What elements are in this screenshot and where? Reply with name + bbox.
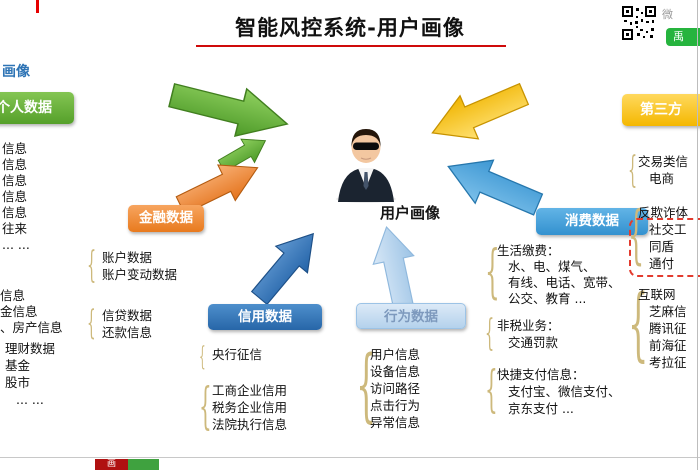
list-item: 账户数据 (102, 250, 153, 265)
list-item: 设备信息 (370, 364, 421, 379)
list-item: 信息 (2, 173, 28, 188)
brace-connector (485, 316, 494, 352)
list-item: 电商 (649, 171, 675, 186)
node-financial-data: 金融数据 (128, 205, 204, 232)
list-item: 信息 (2, 141, 28, 156)
list-item: 点击行为 (370, 398, 421, 413)
brace-connector (199, 381, 212, 431)
list-item: 考拉征 (649, 355, 687, 370)
list-item: 互联网 (638, 287, 676, 302)
behavior-arrow (372, 225, 415, 312)
list-item: 访问路径 (370, 381, 421, 396)
thirdparty-list-2: 反欺诈体 社交工 同盾 通付 (638, 204, 688, 272)
list-item: 央行征信 (212, 347, 263, 362)
brace-connector (87, 306, 96, 340)
list-item: 金信息 (0, 304, 38, 319)
brace-connector (199, 344, 206, 370)
node-thirdparty-data: 第三方 (622, 94, 700, 126)
credit-list-1: 央行征信 (212, 346, 262, 363)
brace-connector (87, 248, 96, 284)
list-item: ... ... (2, 237, 30, 252)
list-group-title: 生活缴费： (497, 243, 560, 258)
list-item: 京东支付 ... (508, 401, 574, 416)
list-item: 账户变动数据 (102, 267, 178, 282)
personal-list-bottom: 理财数据 基金 股市 ... ... (5, 340, 55, 408)
title-underline (196, 45, 506, 47)
list-item: 税务企业信用 (212, 400, 288, 415)
list-item: 交易类信 (638, 154, 689, 169)
user-profile-person-icon (336, 129, 396, 203)
list-item: 芝麻信 (649, 304, 687, 319)
thirdparty-arrow (431, 82, 530, 140)
slide-right-border (697, 0, 698, 470)
list-item: 交通罚款 (508, 335, 559, 350)
list-item: 通付 (649, 256, 675, 271)
list-item: 支付宝、微信支付、 (508, 384, 621, 399)
personal-arrow (168, 83, 289, 137)
red-tick-marker (36, 0, 39, 13)
slide-tab-label: 画像 (2, 64, 30, 80)
footer-red-chip: 画 (95, 459, 128, 470)
node-credit-data: 信用数据 (208, 304, 322, 330)
list-item: 有线、电话、宽带、 (508, 275, 621, 290)
list-group-title: 非税业务： (497, 318, 560, 333)
list-item: 理财数据 (5, 341, 56, 356)
list-item: 同盾 (649, 239, 675, 254)
consumption-list-3: 快捷支付信息： 支付宝、微信支付、 京东支付 ... (497, 366, 621, 417)
list-item: 信息 (2, 205, 28, 220)
consumption-list-1: 生活缴费： 水、电、煤气、 有线、电话、宽带、 公交、教育 ... (497, 243, 621, 307)
brace-connector (628, 153, 637, 189)
node-behavior-data: 行为数据 (356, 303, 466, 329)
list-item: 用户信息 (370, 347, 421, 362)
list-item: 腾讯征 (649, 321, 687, 336)
personal-list-mid: 信息 金信息 、房产信息 (0, 288, 63, 336)
list-item: 水、电、煤气、 (508, 259, 596, 274)
list-item: 基金 (5, 358, 31, 373)
share-badge-button[interactable]: 禹 (666, 28, 700, 46)
center-label: 用户画像 (379, 204, 440, 222)
brace-connector (485, 364, 498, 414)
list-item: 异常信息 (370, 415, 421, 430)
financial-list-2: 信贷数据 还款信息 (102, 307, 152, 341)
list-item: 反欺诈体 (638, 205, 689, 220)
consumption-arrow (447, 159, 544, 216)
financial-list-1: 账户数据 账户变动数据 (102, 249, 177, 283)
list-item: 信贷数据 (102, 308, 153, 323)
credit-list-2: 工商企业信用 税务企业信用 法院执行信息 (212, 382, 287, 433)
list-item: 信息 (0, 288, 26, 303)
credit-arrow (250, 232, 314, 306)
thirdparty-list-3: 互联网 芝麻信 腾讯征 前海征 考拉征 (638, 286, 687, 371)
thirdparty-list-1: 交易类信 电商 (638, 153, 688, 187)
page-title: 智能风控系统-用户画像 (235, 16, 465, 40)
list-item: 股市 (5, 375, 31, 390)
list-item: 还款信息 (102, 325, 153, 340)
list-item: 信息 (2, 157, 28, 172)
list-item: 公交、教育 ... (508, 291, 587, 306)
footer-green-chip (128, 459, 159, 470)
qr-code-icon (620, 4, 658, 42)
list-item: 工商企业信用 (212, 383, 288, 398)
list-item: ... ... (16, 392, 44, 407)
list-item: 法院执行信息 (212, 417, 288, 432)
consumption-list-2: 非税业务： 交通罚款 (497, 317, 560, 351)
node-personal-data: 个人数据 (0, 92, 74, 124)
list-item: 、房产信息 (0, 320, 63, 335)
list-item: 社交工 (649, 222, 687, 237)
highlight-dashed-box (629, 218, 700, 277)
personal-list-top: 信息 信息 信息 信息 信息 往来 ... ... (2, 141, 30, 253)
behavior-list: 用户信息 设备信息 访问路径 点击行为 异常信息 (370, 346, 420, 431)
watermark-text: 微 (662, 8, 673, 21)
list-item: 信息 (2, 189, 28, 204)
list-item: 前海征 (649, 338, 687, 353)
list-group-title: 快捷支付信息： (497, 367, 585, 382)
footer-divider (0, 457, 700, 458)
list-item: 往来 (2, 221, 28, 236)
